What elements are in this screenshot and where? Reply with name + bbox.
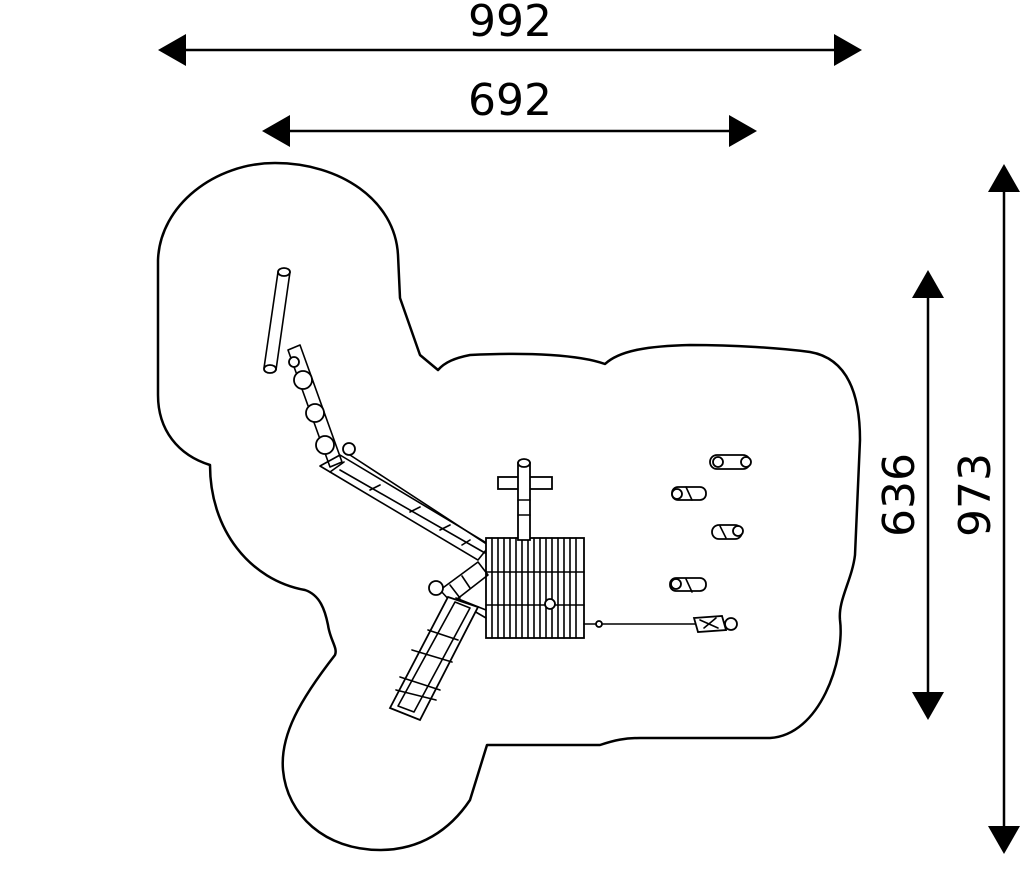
safety-zone-outline xyxy=(156,161,862,852)
spring-rider-2 xyxy=(671,486,707,501)
inner-height-dimension: 636 xyxy=(874,270,944,720)
climbing-ramp xyxy=(319,442,491,561)
outer-width-label: 992 xyxy=(468,0,552,47)
outer-height-label: 973 xyxy=(950,453,1001,537)
spring-rider-3 xyxy=(711,524,744,540)
outer-height-dimension: 973 xyxy=(950,164,1020,854)
slide xyxy=(388,595,480,722)
inner-width-dimension: 692 xyxy=(262,75,757,147)
cable-way xyxy=(583,615,738,633)
outer-width-dimension: 992 xyxy=(158,0,862,66)
spring-rider-1 xyxy=(709,454,752,470)
balance-log xyxy=(263,267,291,374)
inner-height-label: 636 xyxy=(874,453,925,537)
spring-rider-4 xyxy=(669,577,707,593)
mast-cross xyxy=(497,458,553,541)
central-tower xyxy=(485,537,585,639)
stepping-chain xyxy=(287,344,343,468)
inner-width-label: 692 xyxy=(468,75,552,126)
